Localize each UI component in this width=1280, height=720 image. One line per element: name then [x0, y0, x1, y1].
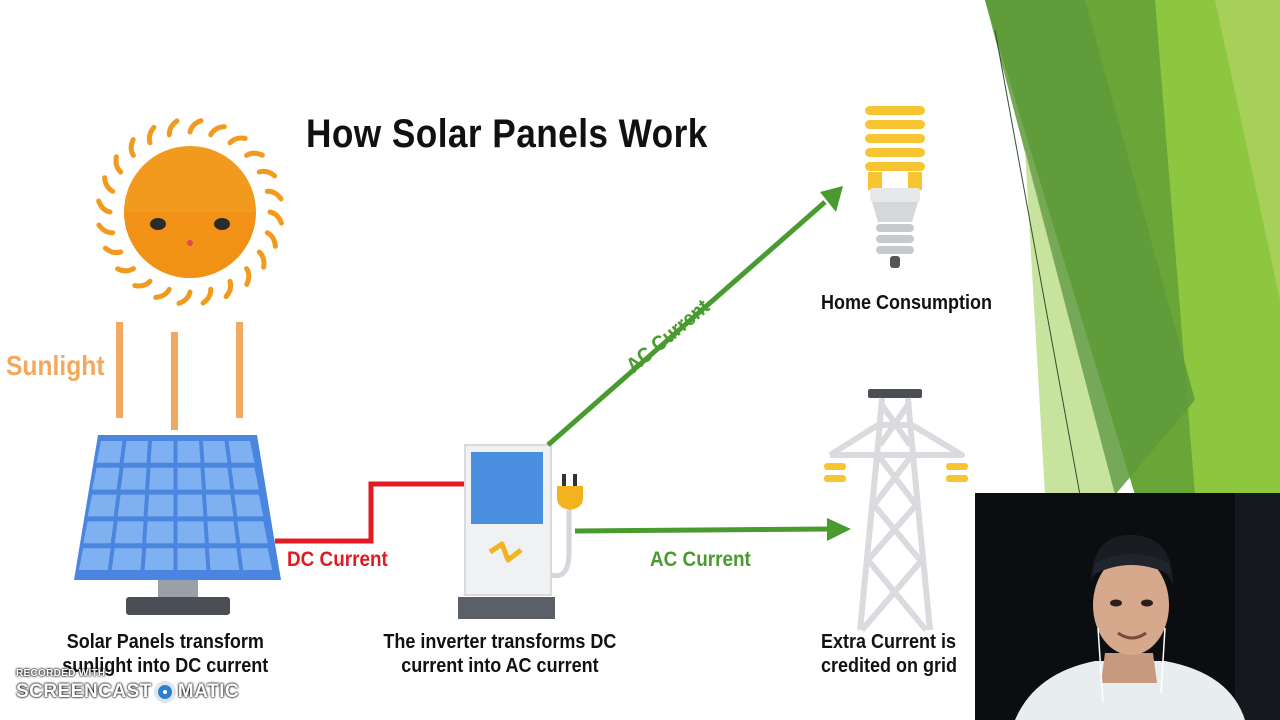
slide-title: How Solar Panels Work — [306, 112, 708, 156]
sunlight-ray — [171, 332, 178, 430]
power-tower-icon — [824, 389, 968, 632]
light-bulb-icon — [865, 106, 925, 268]
solar-panel-icon — [74, 435, 281, 615]
green-decoration — [985, 0, 1280, 495]
watermark-brand: SCREENCAST MATIC — [16, 681, 239, 703]
grid-caption-line-2: credited on grid — [821, 655, 958, 677]
webcam-overlay — [975, 493, 1280, 720]
panel-caption-line-1: Solar Panels transform — [66, 631, 264, 653]
dc-current-label: DC Current — [287, 548, 388, 571]
panel-caption: Solar Panels transform sunlight into DC … — [60, 630, 271, 678]
grid-caption-line-1: Extra Current is — [821, 631, 957, 653]
inverter-caption: The inverter transforms DC current into … — [382, 630, 618, 678]
watermark-small-text: RECORDED WITH — [16, 668, 106, 679]
sun-icon — [96, 118, 284, 306]
sunlight-ray — [116, 322, 123, 418]
dc-current-wire — [275, 481, 470, 544]
watermark-right-text: MATIC — [177, 681, 240, 702]
presenter-video — [975, 493, 1280, 720]
sunlight-ray — [236, 322, 243, 418]
ac-current-arrow-right — [575, 518, 851, 541]
ac-current-label: AC Current — [650, 548, 751, 571]
inverter-icon — [458, 444, 583, 619]
ac-current-arrow-up — [546, 186, 843, 447]
inverter-caption-line-2: current into AC current — [401, 655, 599, 677]
watermark-left-text: SCREENCAST — [16, 681, 152, 702]
screencast-watermark: RECORDED WITH SCREENCAST MATIC — [16, 668, 239, 703]
grid-caption: Extra Current is credited on grid — [821, 630, 957, 678]
screencast-logo-icon — [153, 681, 176, 703]
inverter-caption-line-1: The inverter transforms DC — [383, 631, 617, 653]
panel-caption-line-2: sunlight into DC current — [62, 655, 269, 677]
sunlight-label: Sunlight — [6, 350, 105, 381]
home-consumption-label: Home Consumption — [821, 292, 992, 314]
